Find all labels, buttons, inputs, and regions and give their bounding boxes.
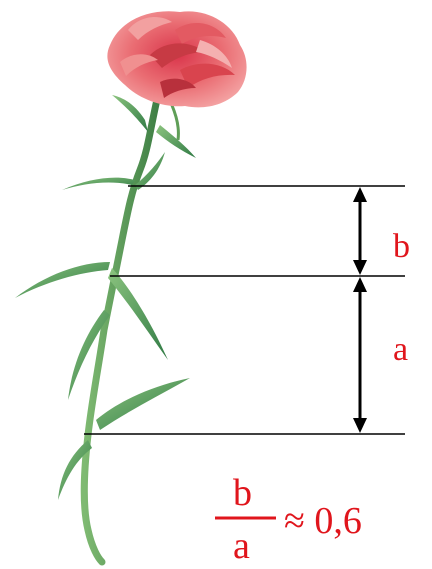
label-a: a — [393, 331, 408, 368]
flower-head — [107, 11, 247, 108]
segment-a-arrow — [353, 277, 367, 433]
flower-stem — [80, 91, 162, 566]
leaf — [108, 268, 168, 360]
leaf — [58, 440, 92, 500]
leaf — [62, 177, 135, 190]
leaf — [135, 152, 165, 190]
formula-denominator: a — [233, 525, 250, 567]
segment-b-arrow — [353, 187, 367, 275]
carnation-flower-icon — [15, 11, 247, 566]
measurement-lines — [84, 185, 405, 435]
leaf — [68, 310, 110, 400]
leaf — [15, 262, 110, 298]
ratio-formula: b a ≈ 0,6 — [215, 472, 362, 567]
leaf — [112, 95, 148, 132]
leaf — [96, 378, 190, 430]
formula-relation: ≈ 0,6 — [284, 500, 362, 542]
label-b: b — [393, 228, 410, 265]
formula-numerator: b — [233, 472, 252, 514]
leaf — [156, 125, 196, 158]
